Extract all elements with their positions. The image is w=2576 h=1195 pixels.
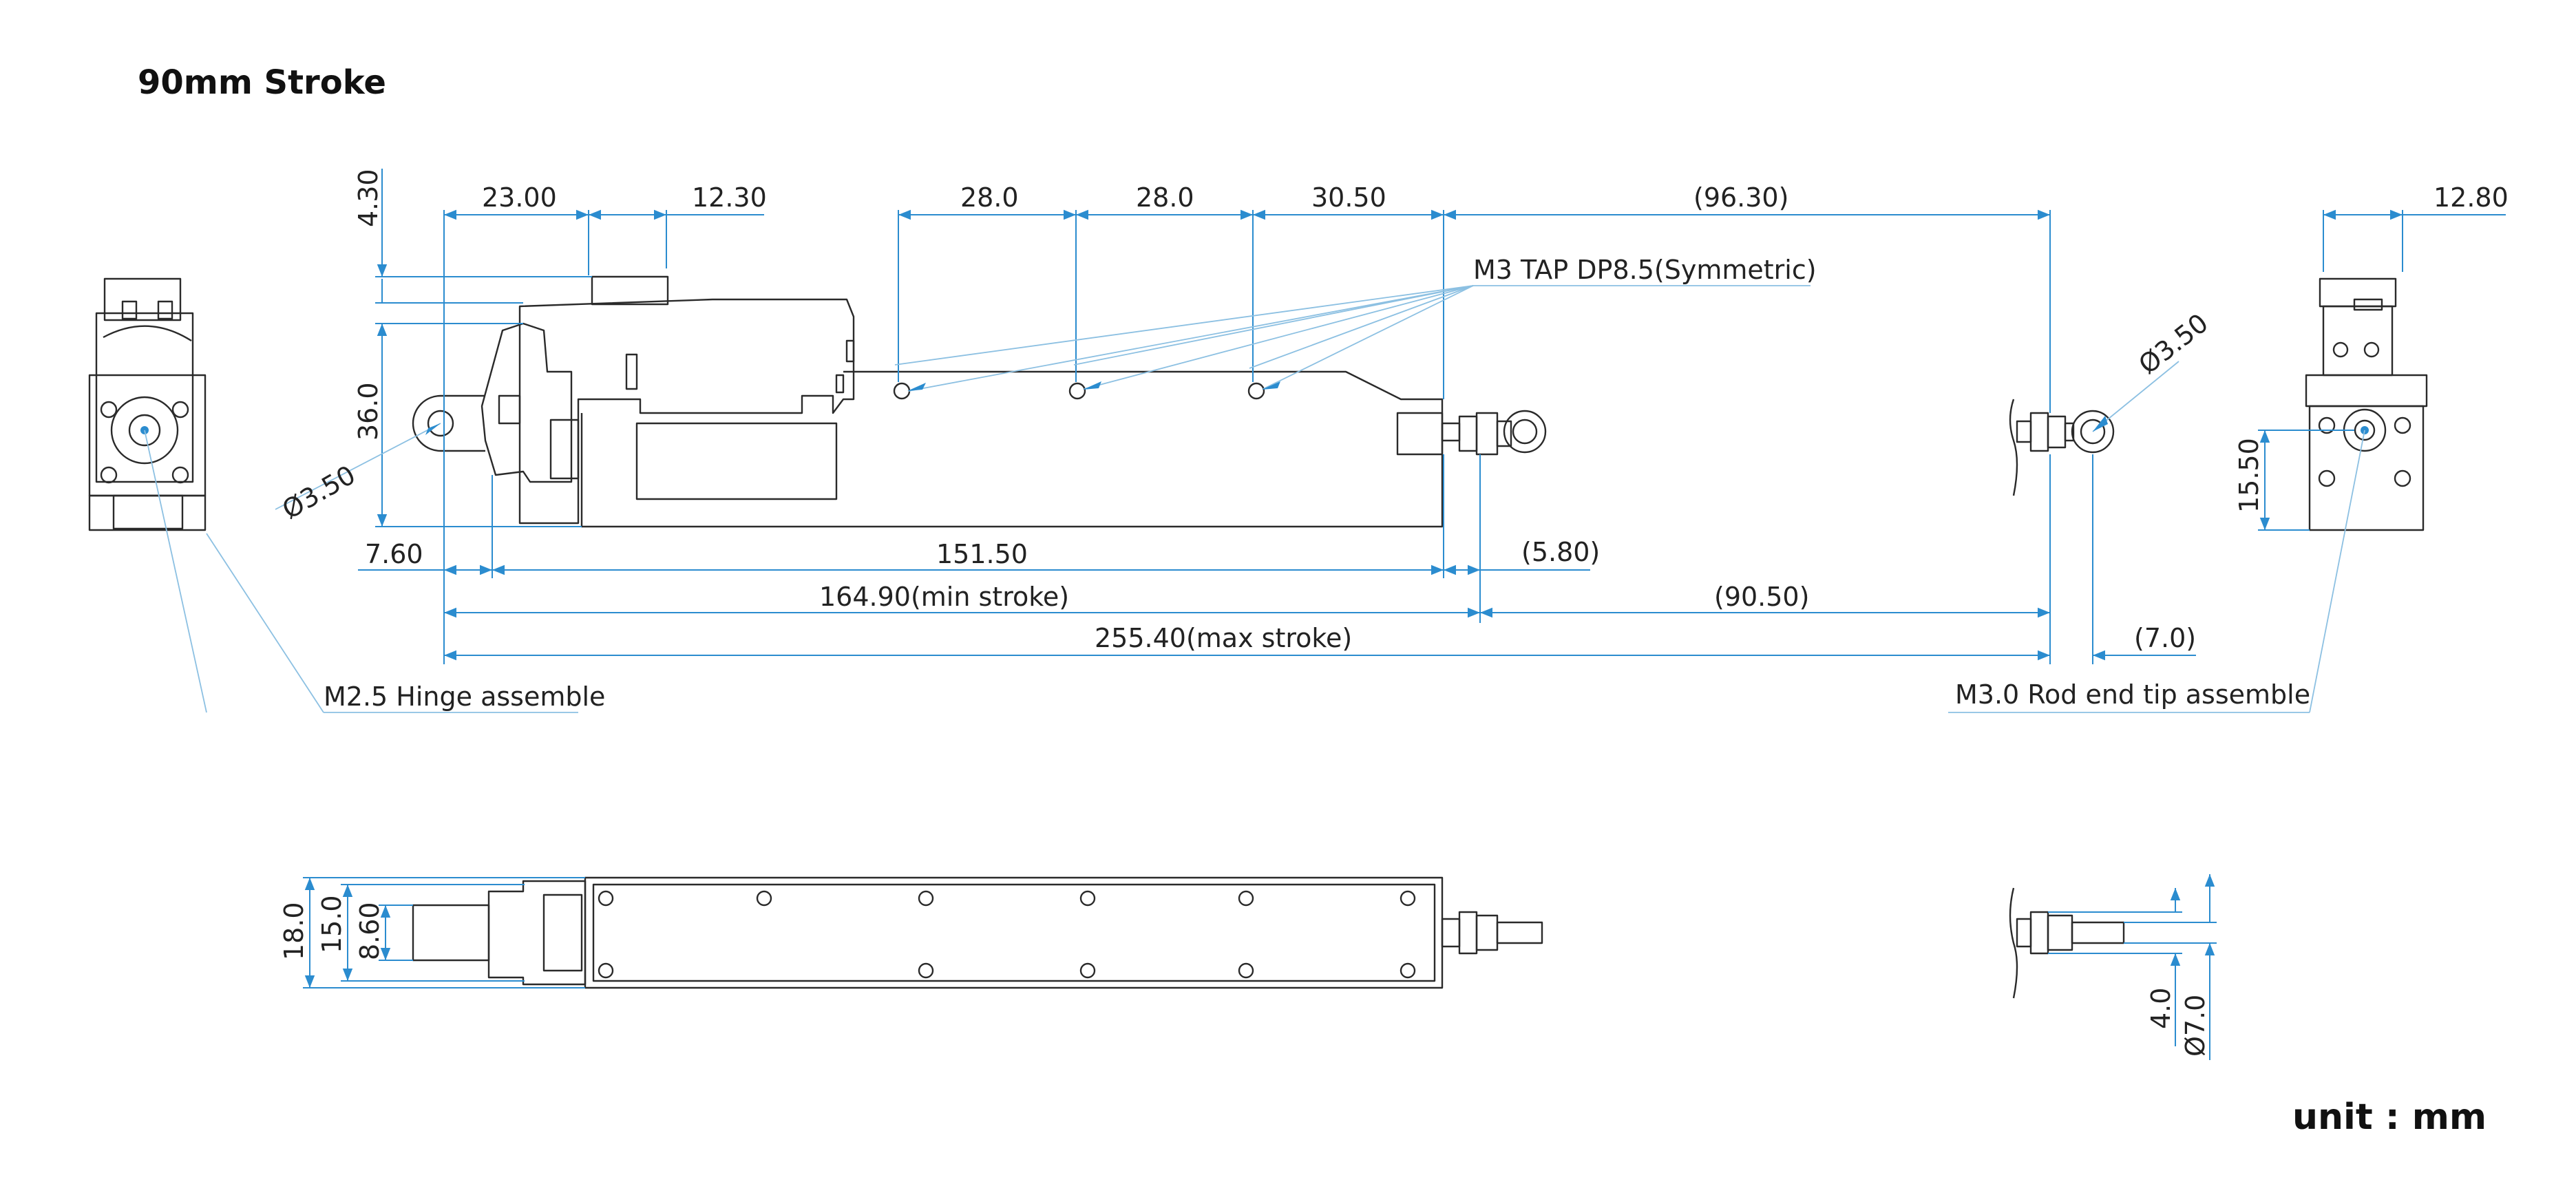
dim-15-0: 15.0: [317, 895, 347, 953]
leader-arrowheads: [425, 381, 2108, 435]
dim-5-80: (5.80): [1521, 537, 1600, 567]
dim-28-0-b: 28.0: [1136, 182, 1194, 213]
dim-15-50: 15.50: [2234, 438, 2264, 513]
dim-18-0: 18.0: [279, 902, 309, 960]
drawing-title: 90mm Stroke: [138, 63, 386, 102]
callout-rod-end: M3.0 Rod end tip assemble: [1955, 679, 2310, 710]
dim-255-40: 255.40(max stroke): [1095, 623, 1352, 653]
callout-m3-tap: M3 TAP DP8.5(Symmetric): [1473, 255, 1817, 285]
dim-7-60: 7.60: [365, 539, 423, 569]
dim-4-0: 4.0: [2146, 988, 2176, 1029]
bottom-extended-rod: [2009, 887, 2125, 999]
dim-7-0: (7.0): [2134, 623, 2196, 653]
dim-164-90: 164.90(min stroke): [819, 582, 1069, 612]
dim-36-0: 36.0: [353, 382, 383, 441]
dim-28-0-a: 28.0: [960, 182, 1019, 213]
leader-lines: [144, 285, 2365, 713]
dim-4-30: 4.30: [353, 169, 383, 227]
dim-12-30: 12.30: [692, 182, 767, 213]
dim-96-30: (96.30): [1693, 182, 1788, 213]
dim-12-80: 12.80: [2434, 182, 2509, 213]
dim-dia-3-50-right: Ø3.50: [2133, 308, 2213, 380]
bottom-top-view: [412, 876, 1543, 989]
extended-rod-end: [2009, 399, 2115, 496]
dim-dia-3-50-left: Ø3.50: [277, 459, 361, 525]
dim-dia-7-0: Ø7.0: [2180, 995, 2210, 1057]
dim-23-00: 23.00: [482, 182, 557, 213]
dim-90-50: (90.50): [1714, 582, 1809, 612]
dim-151-50: 151.50: [936, 539, 1028, 569]
right-end-view: [2305, 277, 2428, 531]
dimension-lines: [303, 169, 2506, 1060]
callout-labels: M3 TAP DP8.5(Symmetric) M2.5 Hinge assem…: [324, 255, 2310, 712]
dimension-labels: 4.30 23.00 12.30 28.0 28.0 30.50 (96.30)…: [277, 169, 2509, 1057]
dim-8-60: 8.60: [355, 902, 385, 960]
unit-note: unit : mm: [2292, 1097, 2487, 1138]
main-side-view: [412, 275, 1547, 528]
left-end-view: [88, 277, 207, 531]
callout-hinge: M2.5 Hinge assemble: [324, 681, 605, 712]
dim-30-50: 30.50: [1311, 182, 1386, 213]
